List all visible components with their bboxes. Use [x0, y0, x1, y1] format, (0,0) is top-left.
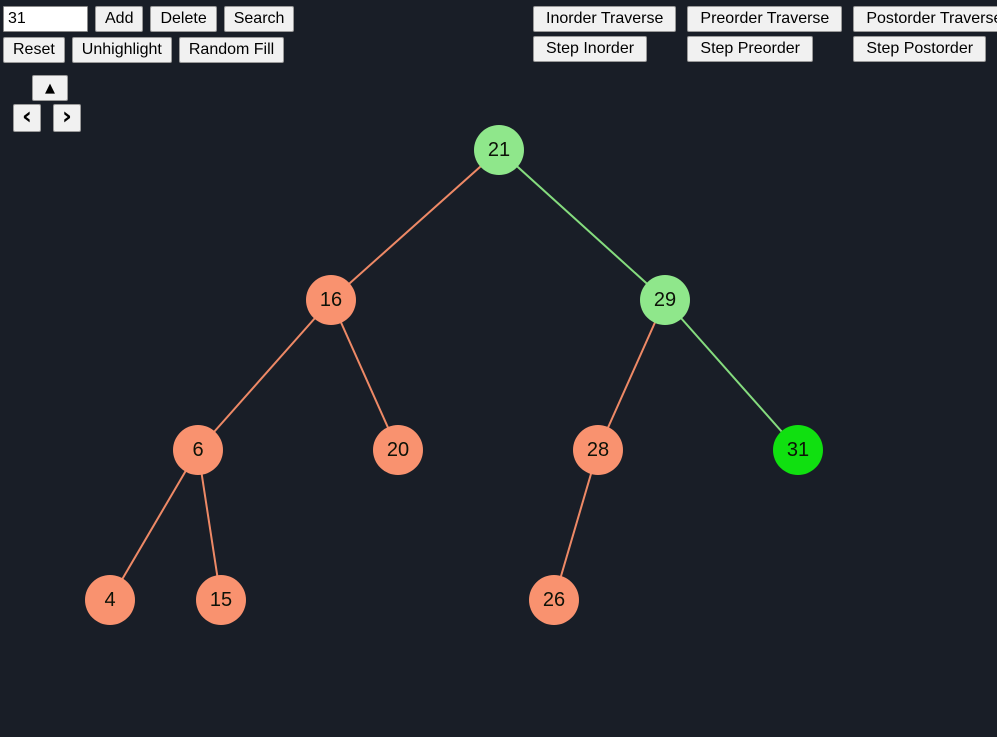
step-postorder-button[interactable]: Step Postorder [853, 36, 987, 62]
tree-node-16: 16 [306, 275, 356, 325]
tree-edge-29-28 [597, 299, 666, 451]
tree-edge-16-6 [197, 299, 332, 451]
search-button[interactable]: Search [223, 6, 295, 32]
tree-node-21: 21 [474, 125, 524, 175]
tree-node-29: 29 [640, 275, 690, 325]
preorder-traverse-button[interactable]: Preorder Traverse [687, 6, 843, 32]
toolbar: Add Delete Search Reset Unhighlight Rand… [3, 6, 295, 63]
tree-edge-28-26 [553, 449, 599, 601]
random-fill-button[interactable]: Random Fill [178, 37, 285, 63]
toolbar-row-2: Reset Unhighlight Random Fill [3, 37, 294, 63]
chevron-left-icon: ‹ [22, 102, 32, 130]
traversal-controls: Inorder Traverse Preorder Traverse Posto… [533, 6, 997, 62]
tree-edge-6-4 [109, 449, 199, 601]
tree-node-6: 6 [173, 425, 223, 475]
tree-node-31: 31 [773, 425, 823, 475]
tree-node-4: 4 [85, 575, 135, 625]
add-button[interactable]: Add [95, 6, 144, 32]
tree-node-26: 26 [529, 575, 579, 625]
pan-left-button[interactable]: ‹ [13, 102, 41, 132]
tree-node-20: 20 [373, 425, 423, 475]
pan-right-button[interactable]: › [53, 102, 81, 132]
tree-node-15: 15 [196, 575, 246, 625]
tree-edge-29-31 [664, 299, 799, 451]
postorder-traverse-button[interactable]: Postorder Traverse [853, 6, 997, 32]
tree-edge-21-16 [330, 149, 500, 301]
tree-edge-16-20 [330, 299, 399, 451]
step-inorder-button[interactable]: Step Inorder [533, 36, 648, 62]
toolbar-row-1: Add Delete Search [3, 6, 295, 32]
chevron-right-icon: › [62, 102, 72, 130]
tree-edge-21-29 [498, 149, 666, 301]
tree-node-28: 28 [573, 425, 623, 475]
pan-up-button[interactable]: ▲ [32, 75, 68, 101]
pan-controls: ▲ ‹ › [13, 75, 83, 135]
inorder-traverse-button[interactable]: Inorder Traverse [533, 6, 677, 32]
step-preorder-button[interactable]: Step Preorder [687, 36, 813, 62]
up-arrow-icon: ▲ [45, 80, 55, 96]
reset-button[interactable]: Reset [3, 37, 65, 63]
delete-button[interactable]: Delete [150, 6, 217, 32]
unhighlight-button[interactable]: Unhighlight [71, 37, 172, 63]
value-input[interactable] [3, 6, 88, 32]
